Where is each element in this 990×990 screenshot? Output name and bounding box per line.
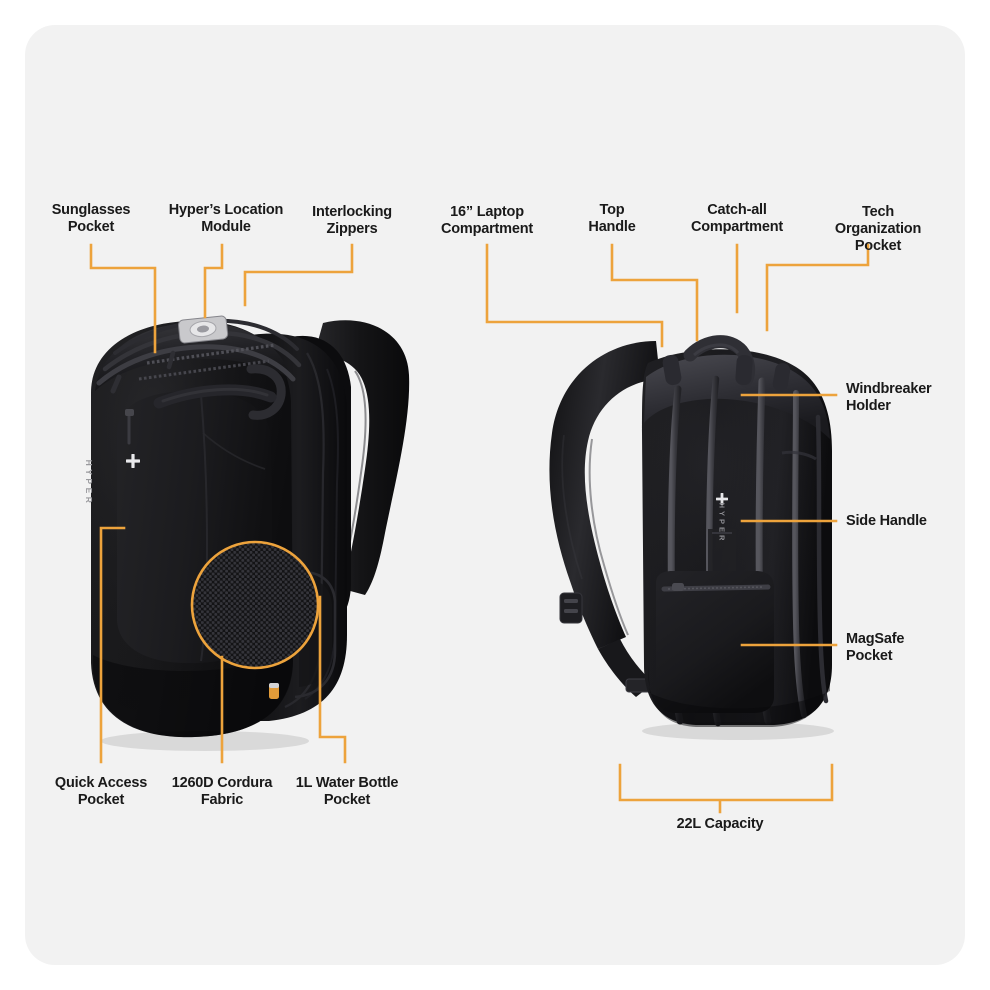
backpack-front-illustration: HYPER [84,315,410,751]
shoulder-strap-loop [549,341,660,649]
backpack-side-view: HYPER [530,293,870,773]
label-hypers-location-module: Hyper’s Location Module [168,202,284,236]
zipper-pull [110,374,122,394]
diagram-card: HYPER [25,25,965,965]
top-zipper-main [96,344,296,386]
brand-logo-side: HYPER [716,493,728,543]
brand-logo: HYPER [84,454,140,506]
backpack-front-view: HYPER [55,283,435,763]
label-catch-all-compartment: Catch-all Compartment [690,202,784,236]
label-interlocking-zippers: Interlocking Zippers [312,204,392,238]
label-tech-organization-pocket: Tech Organization Pocket [834,204,922,255]
svg-text:HYPER: HYPER [84,460,94,507]
backpack-side-illustration: HYPER [549,335,834,740]
shoulder-strap [313,320,410,595]
label-water-bottle-pocket: 1L Water Bottle Pocket [295,775,399,809]
label-side-handle: Side Handle [846,513,927,529]
label-windbreaker-holder: Windbreaker Holder [846,381,932,415]
label-top-handle: Top Handle [588,202,636,236]
svg-text:HYPER: HYPER [718,503,727,544]
magsafe-pocket-panel [656,571,774,713]
location-module [177,315,229,344]
label-quick-access-pocket: Quick Access Pocket [54,775,148,809]
interlocking-zipper-teeth [138,343,276,381]
label-sunglasses-pocket: Sunglasses Pocket [51,202,131,236]
windbreaker-band [781,450,817,461]
label-capacity: 22L Capacity [676,816,764,832]
label-magsafe-pocket: MagSafe Pocket [846,631,905,665]
hanger-tabs [662,354,791,392]
label-laptop-compartment: 16” Laptop Compartment [440,204,534,238]
strap-adjuster [559,592,583,624]
label-cordura-fabric: 1260D Cordura Fabric [171,775,273,809]
cordura-weave-magnifier [190,540,320,670]
grab-handle [246,364,286,420]
